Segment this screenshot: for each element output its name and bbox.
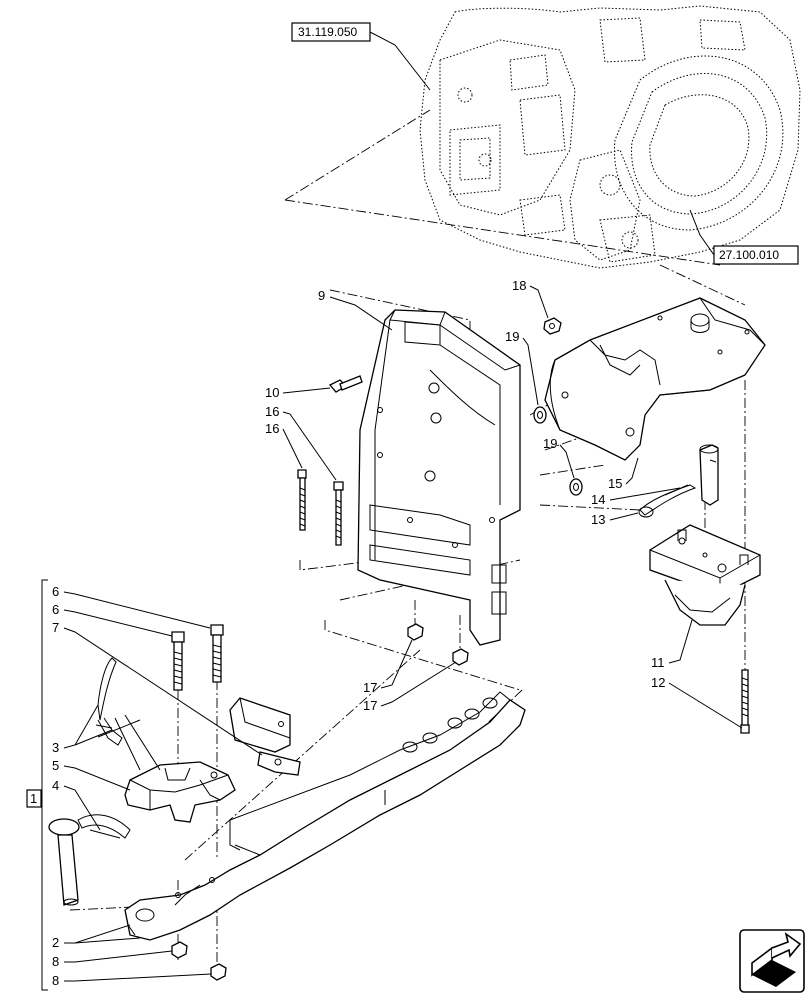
transmission-housing bbox=[419, 5, 801, 269]
group-label: 1 bbox=[30, 791, 37, 806]
spring-clip[interactable] bbox=[95, 657, 123, 746]
nut-8b[interactable] bbox=[210, 963, 227, 981]
callout-17a: 17 bbox=[363, 680, 377, 695]
ref-box-lower[interactable]: 27.100.010 bbox=[713, 245, 799, 265]
drawbar-guide-plate[interactable] bbox=[649, 524, 761, 626]
locking-pin[interactable] bbox=[699, 444, 719, 506]
callout-8a: 8 bbox=[52, 954, 59, 969]
washer-19b[interactable] bbox=[569, 478, 583, 496]
bolt-6b[interactable] bbox=[210, 624, 224, 683]
bolt-16b[interactable] bbox=[333, 481, 344, 546]
callout-16b: 16 bbox=[265, 421, 279, 436]
linch-pin[interactable] bbox=[638, 484, 697, 518]
hitch-pin[interactable] bbox=[48, 814, 131, 906]
bolt-6a[interactable] bbox=[171, 631, 185, 691]
callout-9: 9 bbox=[318, 288, 325, 303]
washer-19a[interactable] bbox=[533, 406, 547, 424]
bolt-10[interactable] bbox=[328, 375, 363, 393]
callout-14: 14 bbox=[591, 492, 605, 507]
clevis-bracket[interactable] bbox=[229, 697, 301, 776]
group-bracket: 1 bbox=[26, 579, 48, 991]
callouts: 9 18 19 19 10 16 16 15 14 13 11 12 bbox=[52, 278, 743, 988]
callout-3: 3 bbox=[52, 740, 59, 755]
callout-11: 11 bbox=[651, 655, 665, 670]
bolt-16a[interactable] bbox=[297, 469, 307, 531]
support-frame[interactable] bbox=[357, 309, 521, 646]
nut-17b[interactable] bbox=[452, 648, 469, 666]
ref-upper-text: 31.119.050 bbox=[298, 25, 357, 39]
callout-19a: 19 bbox=[505, 329, 519, 344]
callout-7: 7 bbox=[52, 620, 59, 635]
nut-8a[interactable] bbox=[171, 941, 188, 959]
bolt-12[interactable] bbox=[740, 669, 750, 734]
ref-lower-text: 27.100.010 bbox=[719, 248, 779, 262]
callout-15: 15 bbox=[608, 476, 622, 491]
callout-2: 2 bbox=[52, 935, 59, 950]
callout-16a: 16 bbox=[265, 404, 279, 419]
callout-18: 18 bbox=[512, 278, 526, 293]
callout-10: 10 bbox=[265, 385, 279, 400]
callout-12: 12 bbox=[651, 675, 665, 690]
callout-5: 5 bbox=[52, 758, 59, 773]
callout-19b: 19 bbox=[543, 436, 557, 451]
callout-6b: 6 bbox=[52, 602, 59, 617]
callout-17b: 17 bbox=[363, 698, 377, 713]
callout-13: 13 bbox=[591, 512, 605, 527]
nut-18[interactable] bbox=[543, 317, 562, 335]
ref-box-upper[interactable]: 31.119.050 bbox=[291, 22, 371, 42]
clevis-jaw[interactable] bbox=[124, 761, 236, 823]
callout-4: 4 bbox=[52, 778, 59, 793]
mounting-bracket[interactable] bbox=[544, 297, 766, 461]
callout-8b: 8 bbox=[52, 973, 59, 988]
navigation-arrow-icon[interactable] bbox=[739, 929, 805, 993]
nut-17a[interactable] bbox=[407, 623, 424, 641]
drawbar[interactable] bbox=[124, 691, 526, 941]
callout-6a: 6 bbox=[52, 584, 59, 599]
